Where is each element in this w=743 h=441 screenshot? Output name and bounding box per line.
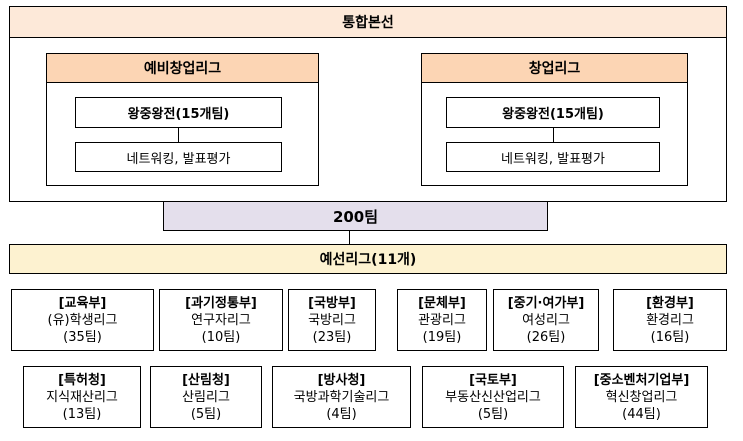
final-round-title: 통합본선 — [9, 6, 727, 38]
league-dept: [산림청] — [182, 372, 230, 388]
league-dept: [국방부] — [308, 295, 356, 311]
league-box-forest: [산림청] 산림리그 (5팀) — [150, 366, 262, 428]
league-box-patent: [특허청] 지식재산리그 (13팀) — [23, 366, 141, 428]
league-box-defense: [국방부] 국방리그 (23팀) — [288, 289, 376, 351]
league-dept: [특허청] — [58, 372, 106, 388]
startup-final-box: 왕중왕전(15개팀) — [446, 97, 660, 128]
league-box-women: [중기·여가부] 여성리그 (26팀) — [493, 289, 599, 351]
pre-startup-league-title: 예비창업리그 — [46, 53, 319, 83]
league-count: (44팀) — [622, 406, 661, 422]
startup-eval-box: 네트워킹, 발표평가 — [446, 142, 660, 172]
league-box-culture: [문체부] 관광리그 (19팀) — [397, 289, 487, 351]
league-name: 여성리그 — [522, 312, 570, 328]
league-count: (5팀) — [190, 406, 222, 422]
league-name: 부동산신산업리그 — [445, 389, 541, 405]
league-name: 혁신창업리그 — [605, 389, 678, 405]
league-dept: [중기·여가부] — [507, 295, 585, 311]
league-count: (23팀) — [312, 329, 352, 345]
league-name: 환경리그 — [646, 312, 694, 328]
league-count: (5팀) — [477, 406, 509, 422]
league-dept: [방사청] — [317, 372, 366, 388]
league-box-land: [국토부] 부동산신산업리그 (5팀) — [422, 366, 564, 428]
league-dept: [국토부] — [469, 372, 517, 388]
league-count: (16팀) — [650, 329, 690, 345]
league-dept: [문체부] — [418, 295, 466, 311]
league-name: 국방과학기술리그 — [293, 389, 390, 405]
league-count: (13팀) — [62, 406, 102, 422]
league-count: (4팀) — [326, 406, 357, 422]
teams-to-prelim-connector — [349, 231, 350, 244]
league-dept: [중소벤처기업부] — [593, 372, 690, 388]
pre-startup-connector — [178, 128, 179, 142]
pre-startup-eval-box: 네트워킹, 발표평가 — [75, 142, 282, 172]
startup-league-title: 창업리그 — [421, 53, 688, 83]
league-count: (19팀) — [422, 329, 462, 345]
league-name: 국방리그 — [308, 312, 356, 328]
league-box-education: [교육부] (유)학생리그 (35팀) — [11, 289, 154, 351]
league-dept: [과기정통부] — [185, 295, 257, 311]
league-name: 지식재산리그 — [46, 389, 118, 405]
league-box-sme: [중소벤처기업부] 혁신창업리그 (44팀) — [575, 366, 708, 428]
teams-total-bar: 200팀 — [163, 201, 548, 231]
league-dept: [교육부] — [58, 295, 107, 311]
league-box-defense-acquisition: [방사청] 국방과학기술리그 (4팀) — [272, 366, 411, 428]
league-count: (35팀) — [63, 329, 102, 345]
pre-startup-final-box: 왕중왕전(15개팀) — [75, 97, 282, 128]
prelim-league-bar: 예선리그(11개) — [9, 244, 727, 274]
league-box-science: [과기정통부] 연구자리그 (10팀) — [159, 289, 283, 351]
league-box-environment: [환경부] 환경리그 (16팀) — [613, 289, 727, 351]
league-name: (유)학생리그 — [47, 312, 118, 328]
league-name: 연구자리그 — [191, 312, 251, 328]
league-name: 산림리그 — [182, 389, 230, 405]
league-count: (10팀) — [201, 329, 241, 345]
league-count: (26팀) — [526, 329, 566, 345]
league-dept: [환경부] — [646, 295, 694, 311]
league-name: 관광리그 — [418, 312, 466, 328]
startup-connector — [553, 128, 554, 142]
